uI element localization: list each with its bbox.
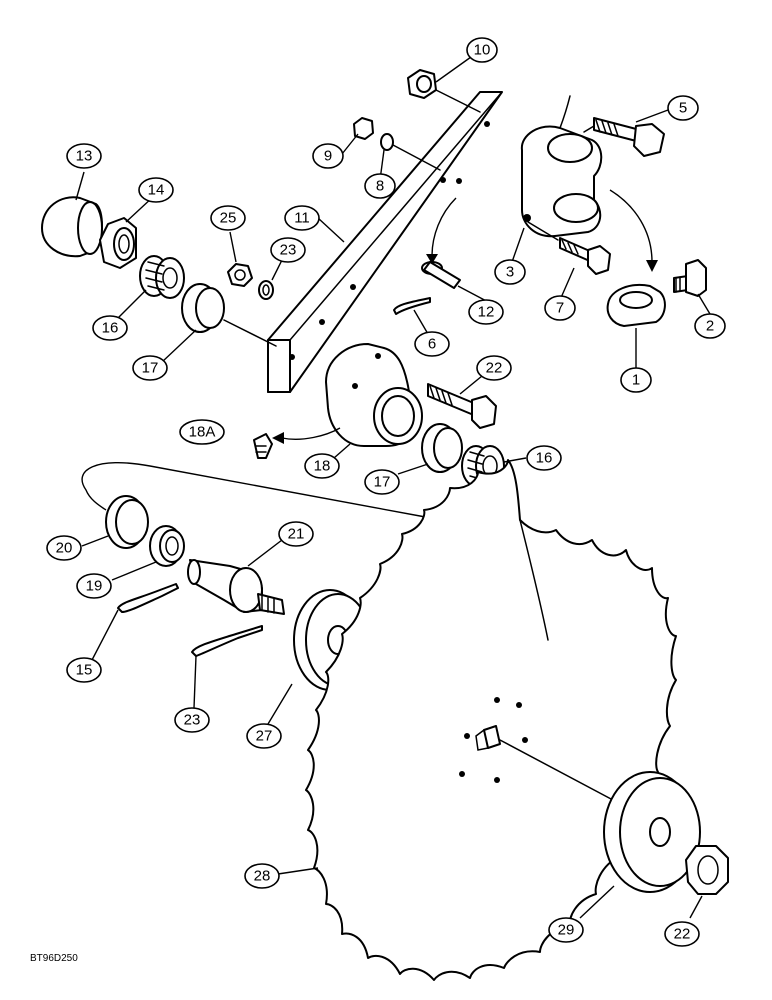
callout-6-label: 10 (474, 42, 491, 59)
callout-20: 20 (46, 535, 82, 561)
callout-11-label: 12 (478, 304, 495, 321)
callout-18A: 18A (179, 419, 225, 445)
mounting-bracket (520, 95, 603, 238)
callout-23-label: 23 (184, 712, 201, 729)
callout-26-label: 23 (280, 242, 297, 259)
seal-ring (105, 495, 149, 549)
arm-plate (267, 91, 503, 393)
callout-19-label: 19 (86, 578, 103, 595)
callout-25: 22 (476, 355, 512, 381)
callout-17-lower: 17 (364, 469, 400, 495)
callout-27: 25 (210, 205, 246, 231)
callout-18: 18 (304, 453, 340, 479)
callout-10-label: 11 (294, 210, 310, 227)
callout-9-label: 9 (324, 148, 332, 165)
disc-nut (685, 845, 729, 895)
callout-28-label: 27 (256, 728, 273, 745)
grease-fitting (253, 433, 273, 459)
callout-7-label: 7 (556, 300, 564, 317)
cotter-pin (191, 625, 263, 657)
callout-7: 7 (544, 295, 576, 321)
callout-22: 22 (664, 921, 700, 947)
callout-3-label: 3 (506, 264, 514, 281)
callout-18A-label: 18A (189, 424, 216, 441)
callout-16-upper: 16 (92, 315, 128, 341)
outer-dish-washer (603, 771, 701, 893)
castle-nut (99, 217, 137, 269)
callout-11: 12 (468, 299, 504, 325)
callout-26: 23 (270, 237, 306, 263)
callout-2: 2 (694, 313, 726, 339)
callout-21-label: 21 (288, 526, 305, 543)
callout-22-label: 22 (674, 926, 691, 943)
callout-20-label: 20 (56, 540, 73, 557)
bearing-clamp-cap (606, 189, 666, 327)
lock-washer (258, 280, 274, 300)
clamp-bolt (673, 259, 707, 297)
callout-17-upper: 17 (132, 355, 168, 381)
hub-housing (272, 343, 423, 447)
bearing-cup (181, 283, 277, 347)
dust-cap (41, 196, 103, 258)
bearing-cup (421, 423, 463, 473)
callout-19: 19 (76, 573, 112, 599)
callout-29: 28 (244, 863, 280, 889)
callout-5: 5 (667, 95, 699, 121)
callout-13-label: 13 (76, 148, 93, 165)
spindle-cotter-pin (117, 583, 179, 613)
callout-21: 21 (278, 521, 314, 547)
callout-18-label: 18 (314, 458, 331, 475)
nut (227, 263, 253, 287)
callout-5-label: 5 (679, 100, 687, 117)
pin (421, 197, 461, 289)
callout-29-label: 28 (254, 868, 271, 885)
nut-upper-small (353, 117, 374, 140)
callout-16-lower: 16 (526, 445, 562, 471)
callout-17-upper-label: 17 (142, 360, 159, 377)
callout-10: 11 (284, 205, 320, 231)
hub-bolt (427, 383, 497, 429)
callout-2-label: 2 (706, 318, 714, 335)
bracket-bolt (583, 117, 665, 157)
callout-30: 29 (548, 917, 584, 943)
callout-17-lower-label: 17 (374, 474, 391, 491)
callout-14: 14 (138, 177, 174, 203)
callout-15: 15 (66, 657, 102, 683)
callout-12: 6 (414, 331, 450, 357)
callout-14-label: 14 (148, 182, 165, 199)
tapered-bearing-cone (139, 255, 185, 299)
seal (149, 525, 185, 567)
pin-cotter (393, 297, 431, 315)
callout-23: 23 (174, 707, 210, 733)
figure-reference-code: BT96D250 (30, 953, 78, 964)
bracket-lower-bolt (527, 221, 611, 275)
callout-13: 13 (66, 143, 102, 169)
callout-8-label: 8 (376, 178, 384, 195)
callout-8: 8 (364, 173, 396, 199)
callout-1-label: 1 (632, 372, 640, 389)
lock-washer-upper (380, 133, 441, 171)
callout-6: 10 (466, 37, 498, 63)
callout-30-label: 29 (558, 922, 575, 939)
callout-15-label: 15 (76, 662, 93, 679)
callout-25-label: 22 (486, 360, 503, 377)
callout-16-upper-label: 16 (102, 320, 119, 337)
callout-9: 9 (312, 143, 344, 169)
callout-1: 1 (620, 367, 652, 393)
notched-disc-blade (305, 459, 677, 981)
callout-3: 3 (494, 259, 526, 285)
callout-12-label: 6 (428, 336, 436, 353)
callout-28: 27 (246, 723, 282, 749)
upper-nut (407, 69, 481, 113)
callout-27-label: 25 (220, 210, 237, 227)
callout-16-lower-label: 16 (536, 450, 553, 467)
spindle (187, 559, 285, 615)
